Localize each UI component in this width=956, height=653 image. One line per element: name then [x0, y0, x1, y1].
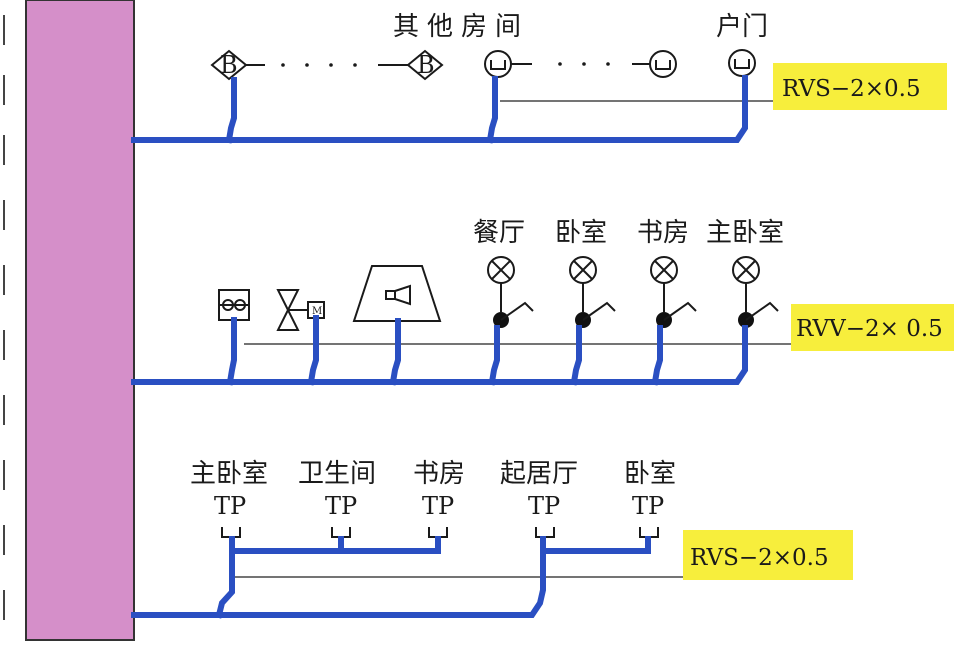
- room-label-bedroom: 卧室: [624, 459, 676, 489]
- switch-icon: [656, 301, 697, 328]
- phone-outlet-icon: [331, 527, 351, 538]
- cable-label-row3: RVS−2×0.5: [690, 545, 829, 571]
- doorbell-icon: [484, 50, 532, 78]
- tp-outlet-label: TP: [214, 492, 246, 520]
- cable-label-highlight-row1: [773, 63, 947, 110]
- row-intercom: RVS−2×0.5 其他房间 户门 B B: [131, 12, 947, 144]
- room-label-dining: 餐厅: [473, 218, 525, 248]
- dotted-connector-row1b: [558, 62, 610, 66]
- wiring-row3: [131, 536, 651, 619]
- lamp-icon: [569, 256, 597, 312]
- row-lighting: RVV−2× 0.5 餐厅 卧室 书房 主卧室 M: [131, 218, 954, 386]
- svg-text:M: M: [312, 306, 322, 317]
- room-label-master-bedroom: 主卧室: [706, 218, 784, 248]
- room-label-living-room: 起居厅: [500, 459, 578, 489]
- phone-outlet-icon: [221, 527, 241, 538]
- label-other-rooms: 其他房间: [393, 12, 529, 42]
- siren-alarm-icon: [352, 265, 442, 322]
- cable-label-highlight-row2: [791, 304, 954, 351]
- dotted-connector-row1a: [281, 63, 357, 67]
- room-label-bathroom: 卫生间: [298, 459, 376, 489]
- intercom-handset-icon: B: [378, 49, 444, 81]
- phone-outlet-icon: [535, 527, 555, 538]
- sensor-box-icon: [218, 289, 250, 321]
- room-label-study: 书房: [413, 459, 465, 489]
- room-label-study: 书房: [637, 218, 689, 248]
- wiring-row2: [131, 315, 748, 386]
- room-label-bedroom: 卧室: [555, 218, 607, 248]
- door-station-icon: [728, 49, 756, 77]
- cable-label-row2: RVV−2× 0.5: [796, 316, 943, 342]
- lamp-icon: [487, 256, 515, 312]
- svg-text:B: B: [220, 51, 238, 79]
- switch-icon: [575, 301, 616, 328]
- room-label-master-bedroom: 主卧室: [190, 459, 268, 489]
- doorbell-icon: [632, 50, 677, 78]
- phone-outlet-icon: [639, 527, 659, 538]
- tp-outlet-label: TP: [528, 492, 560, 520]
- lamp-icon: [732, 256, 760, 312]
- label-door: 户门: [716, 12, 768, 42]
- row-telephone: RVS−2×0.5 主卧室 卫生间 书房 起居厅 卧室 TP TP TP TP …: [131, 459, 853, 619]
- cable-label-highlight-row3: [683, 530, 853, 580]
- switch-icon: [738, 301, 779, 328]
- lamp-icon: [650, 256, 678, 312]
- tp-outlet-label: TP: [632, 492, 664, 520]
- wiring-row1: [131, 75, 748, 144]
- phone-outlet-icon: [428, 527, 448, 538]
- tp-outlet-label: TP: [422, 492, 454, 520]
- svg-text:B: B: [417, 51, 435, 79]
- switch-icon: [493, 301, 534, 328]
- intercom-handset-icon: B: [210, 49, 265, 81]
- vertical-trunk: [25, 0, 135, 641]
- cable-label-row1: RVS−2×0.5: [782, 76, 921, 102]
- tp-outlet-label: TP: [325, 492, 357, 520]
